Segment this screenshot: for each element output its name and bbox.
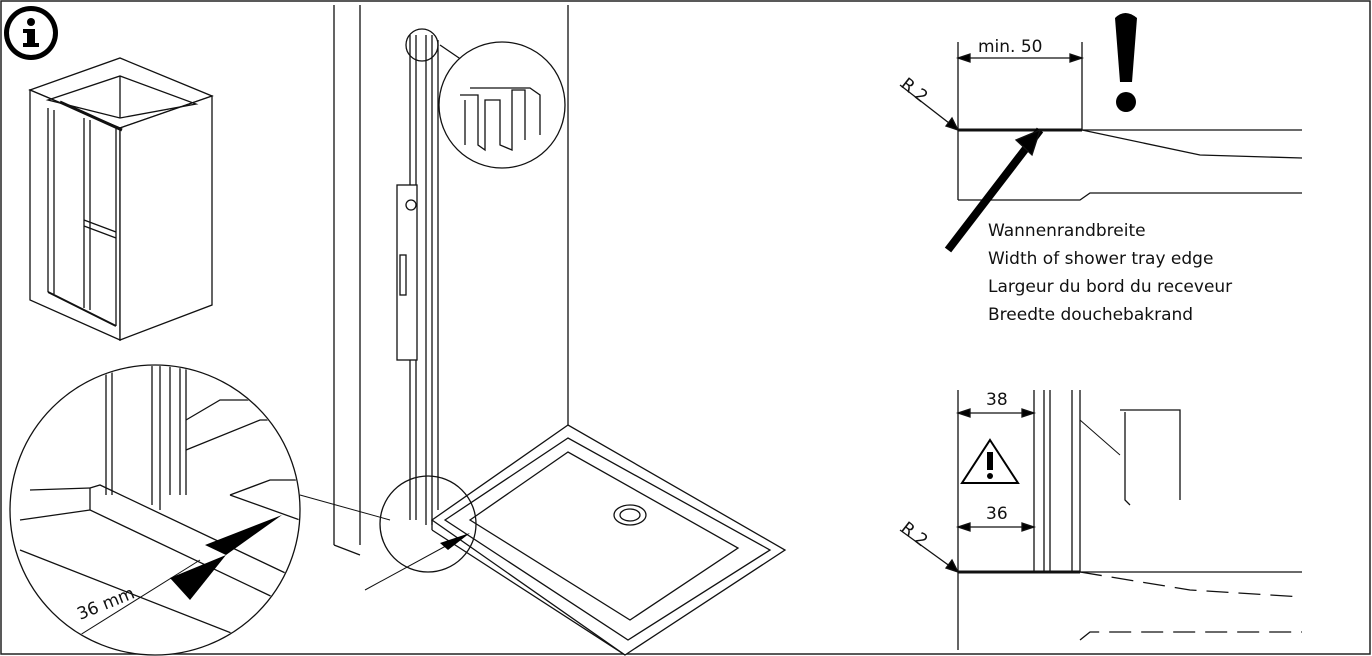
radius-top-label: R 2 bbox=[897, 74, 931, 107]
tray-edge-section bbox=[899, 42, 1303, 253]
label-de: Wannenrandbreite bbox=[988, 221, 1146, 241]
dim-38-label: 38 bbox=[986, 390, 1008, 410]
warning-triangle-icon bbox=[960, 438, 1020, 484]
detail-magnifier bbox=[9, 364, 391, 656]
profile-magnifier bbox=[438, 41, 566, 169]
exclamation-icon bbox=[1115, 13, 1137, 112]
dim-36-label: 36 bbox=[986, 504, 1008, 524]
cabin-overview bbox=[28, 57, 214, 342]
label-nl: Breedte douchebakrand bbox=[988, 305, 1193, 325]
radius-bottom-label: R 2 bbox=[897, 518, 931, 551]
label-fr: Largeur du bord du receveur bbox=[988, 277, 1232, 297]
min-50-label: min. 50 bbox=[978, 37, 1043, 57]
profile-section bbox=[899, 390, 1303, 650]
info-icon bbox=[4, 6, 58, 60]
wall-profile-view bbox=[333, 5, 787, 656]
label-en: Width of shower tray edge bbox=[988, 249, 1213, 269]
